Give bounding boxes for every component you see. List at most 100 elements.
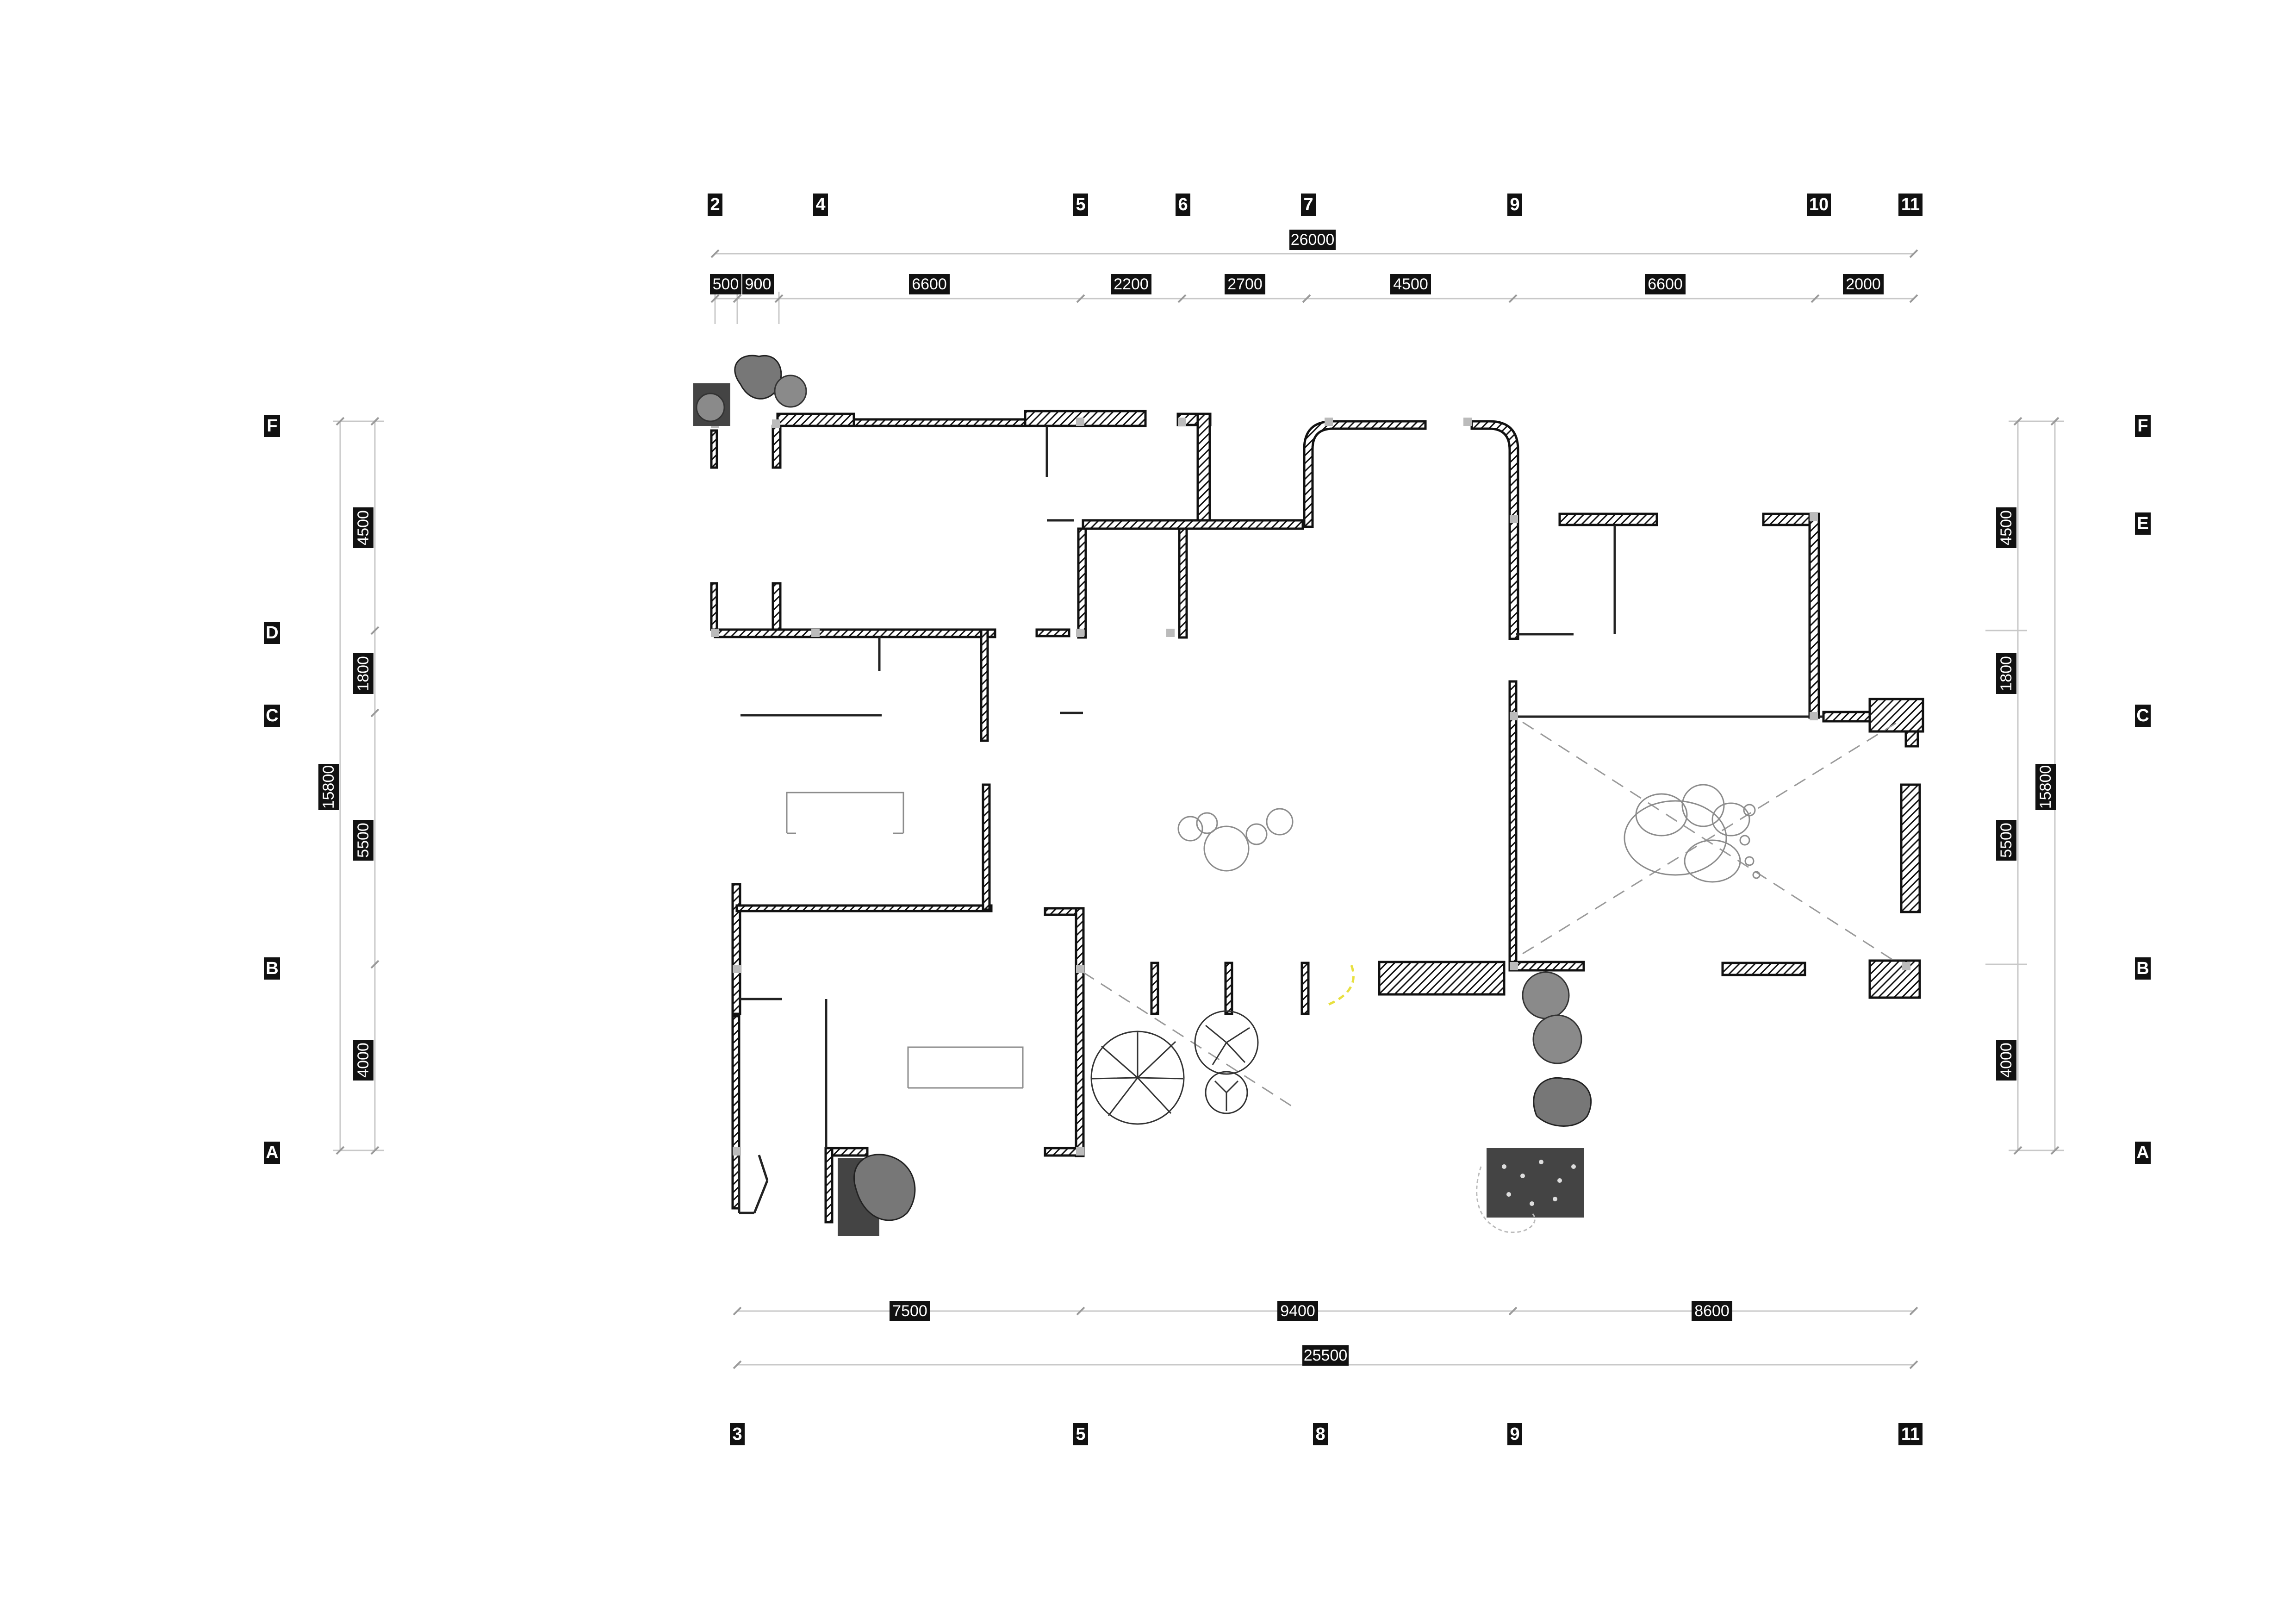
dim-right-segment: 4500 bbox=[1996, 507, 2016, 548]
svg-text:A: A bbox=[2136, 1143, 2149, 1162]
dim-left-segment: 1800 bbox=[353, 653, 373, 694]
dim-top-segment: 2000 bbox=[1843, 274, 1884, 294]
grid-tag-left: B bbox=[264, 957, 280, 980]
dim-bottom-overall: 25500 bbox=[1302, 1345, 1349, 1366]
dim-bottom-segment: 7500 bbox=[890, 1301, 930, 1321]
grid-tag-bottom: 3 bbox=[730, 1423, 745, 1445]
grid-tag-top: 2 bbox=[708, 194, 722, 216]
grid-tag-top: 6 bbox=[1176, 194, 1190, 216]
dim-left-segment: 5500 bbox=[353, 820, 373, 861]
dimension-ticks bbox=[336, 249, 2060, 1369]
svg-text:7: 7 bbox=[1303, 195, 1313, 214]
dim-right-segment: 1800 bbox=[1996, 653, 2016, 694]
svg-text:8600: 8600 bbox=[1694, 1302, 1730, 1320]
pendant-circles bbox=[1177, 808, 1294, 872]
svg-text:E: E bbox=[2137, 514, 2148, 533]
grid-tag-left: F bbox=[264, 415, 280, 437]
svg-text:F: F bbox=[267, 416, 277, 436]
svg-text:15800: 15800 bbox=[320, 765, 337, 809]
interior-lines bbox=[738, 426, 1823, 1214]
grid-tag-right: F bbox=[2135, 415, 2151, 437]
svg-text:4500: 4500 bbox=[1393, 275, 1428, 293]
grid-tag-left: C bbox=[264, 705, 280, 727]
svg-text:C: C bbox=[2136, 706, 2149, 725]
svg-text:2700: 2700 bbox=[1227, 275, 1263, 293]
grid-tag-top: 10 bbox=[1807, 194, 1831, 216]
dim-left-segment: 4000 bbox=[353, 1040, 373, 1081]
svg-text:7500: 7500 bbox=[892, 1302, 927, 1320]
svg-text:5: 5 bbox=[1076, 195, 1085, 214]
dim-top-segment: 4500 bbox=[1390, 274, 1431, 294]
grid-tag-top: 4 bbox=[813, 194, 828, 216]
svg-text:500: 500 bbox=[713, 275, 739, 293]
svg-text:15800: 15800 bbox=[2037, 765, 2054, 809]
svg-text:8: 8 bbox=[1315, 1424, 1325, 1444]
svg-text:1800: 1800 bbox=[1997, 656, 2015, 691]
svg-text:5500: 5500 bbox=[1997, 823, 2015, 858]
grid-tag-top: 5 bbox=[1073, 194, 1088, 216]
svg-text:1800: 1800 bbox=[355, 656, 372, 691]
svg-text:25500: 25500 bbox=[1304, 1347, 1348, 1364]
svg-text:2: 2 bbox=[710, 195, 720, 214]
grid-tag-bottom: 11 bbox=[1898, 1423, 1923, 1445]
grid-tag-top: 11 bbox=[1898, 194, 1923, 216]
tree-cluster-bottom bbox=[1090, 1010, 1259, 1125]
dim-top-segment: 500 bbox=[710, 274, 741, 294]
dim-right-segment: 5500 bbox=[1996, 820, 2016, 861]
void-cross bbox=[1083, 721, 1898, 1110]
svg-text:10: 10 bbox=[1809, 195, 1829, 214]
plant-top-left bbox=[693, 355, 807, 426]
dim-top-segment: 6600 bbox=[1645, 274, 1686, 294]
svg-text:6: 6 bbox=[1178, 195, 1188, 214]
svg-text:F: F bbox=[2137, 416, 2148, 436]
svg-text:4000: 4000 bbox=[355, 1043, 372, 1078]
columns bbox=[711, 418, 1910, 1156]
grid-tags: 2 4 5 6 7 9 10 11 3 5 8 9 11 F D C B A F… bbox=[264, 194, 2151, 1445]
svg-text:4500: 4500 bbox=[1997, 510, 2015, 545]
svg-text:11: 11 bbox=[1901, 1424, 1920, 1444]
pebble-cluster bbox=[1624, 784, 1761, 883]
dim-bottom-segment: 8600 bbox=[1692, 1301, 1732, 1321]
dimension-tags: 26000 500 900 6600 2200 2700 4500 6600 bbox=[318, 230, 2056, 1366]
dim-top-segment: 2700 bbox=[1225, 274, 1265, 294]
grid-tag-right: C bbox=[2135, 705, 2151, 727]
svg-text:3: 3 bbox=[732, 1424, 742, 1444]
svg-text:4500: 4500 bbox=[355, 510, 372, 545]
grid-tag-bottom: 5 bbox=[1073, 1423, 1088, 1445]
dim-top-segment: 6600 bbox=[909, 274, 950, 294]
svg-text:9: 9 bbox=[1510, 1424, 1519, 1444]
door-swing bbox=[1328, 965, 1355, 1006]
dim-right-overall: 15800 bbox=[2035, 764, 2056, 810]
dim-left-segment: 4500 bbox=[353, 507, 373, 548]
svg-text:4000: 4000 bbox=[1997, 1043, 2015, 1078]
grid-tag-bottom: 9 bbox=[1507, 1423, 1522, 1445]
grid-tag-top: 9 bbox=[1507, 194, 1522, 216]
svg-text:2000: 2000 bbox=[1846, 275, 1881, 293]
dim-bottom-segment: 9400 bbox=[1277, 1301, 1318, 1321]
svg-text:6600: 6600 bbox=[1648, 275, 1683, 293]
walls bbox=[710, 410, 1924, 1224]
svg-text:C: C bbox=[266, 706, 278, 725]
svg-text:900: 900 bbox=[745, 275, 772, 293]
dim-right-segment: 4000 bbox=[1996, 1040, 2016, 1081]
svg-text:5: 5 bbox=[1076, 1424, 1085, 1444]
dim-top-segment: 2200 bbox=[1111, 274, 1151, 294]
grid-tag-top: 7 bbox=[1301, 194, 1316, 216]
dim-left-overall: 15800 bbox=[318, 764, 339, 810]
dim-top-overall: 26000 bbox=[1289, 230, 1336, 250]
svg-text:26000: 26000 bbox=[1291, 231, 1335, 249]
svg-text:11: 11 bbox=[1901, 195, 1920, 214]
plant-bottom-left bbox=[838, 1154, 916, 1236]
svg-text:9400: 9400 bbox=[1280, 1302, 1315, 1320]
dim-top-segment: 900 bbox=[742, 274, 774, 294]
plant-column-right bbox=[1476, 971, 1592, 1233]
svg-text:5500: 5500 bbox=[355, 823, 372, 858]
svg-text:2200: 2200 bbox=[1114, 275, 1149, 293]
grid-tag-right: E bbox=[2135, 512, 2151, 535]
svg-text:9: 9 bbox=[1510, 195, 1519, 214]
svg-text:B: B bbox=[266, 959, 278, 978]
svg-text:D: D bbox=[266, 623, 278, 643]
svg-text:4: 4 bbox=[815, 195, 825, 214]
furniture bbox=[786, 792, 1024, 1089]
